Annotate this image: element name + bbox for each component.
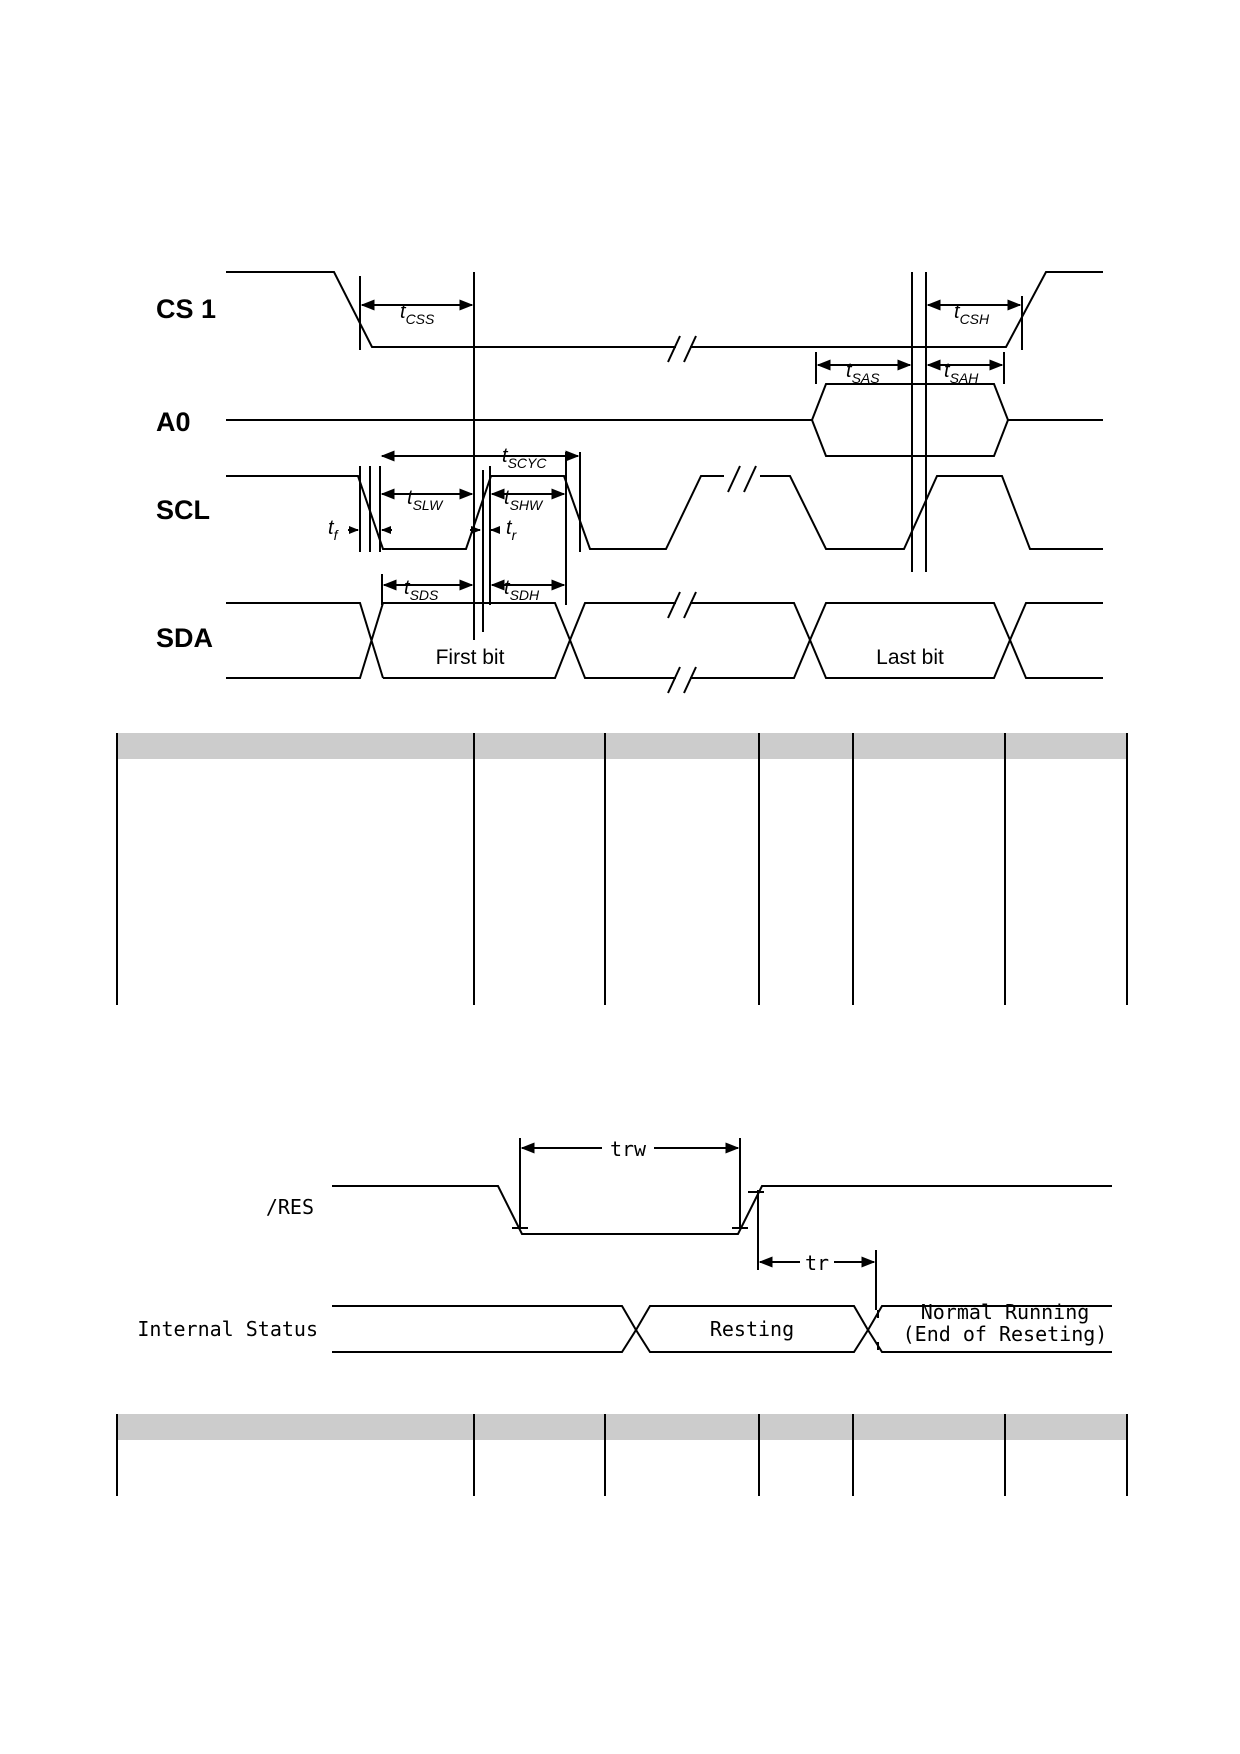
tsas-label: tSAS — [846, 360, 880, 386]
tf-label: tf — [328, 517, 340, 543]
table-cell — [116, 1414, 475, 1440]
scl-label: SCL — [156, 495, 210, 525]
table-cell — [116, 759, 475, 1005]
table-cell — [116, 733, 475, 759]
table-cell — [1004, 759, 1128, 1005]
table-cell — [758, 759, 854, 1005]
res-waveform — [332, 1185, 1112, 1235]
table-cell — [852, 759, 1006, 1005]
tcsh-label: tCSH — [954, 301, 990, 327]
table-cell — [473, 1414, 606, 1440]
a0-valid-window — [811, 383, 1103, 421]
table-cell — [473, 1440, 606, 1496]
table-header-row — [116, 1414, 1128, 1440]
internal-status-high — [332, 1305, 1112, 1332]
end-of-reseting-label: (End of Reseting) — [903, 1322, 1108, 1346]
table-cell — [116, 1440, 475, 1496]
sda-between-low — [569, 639, 676, 679]
last-bit-label: Last bit — [876, 646, 944, 669]
resting-label: Resting — [710, 1317, 794, 1341]
break-mark — [683, 591, 697, 619]
break-mark — [727, 465, 741, 493]
tsah-label: tSAH — [944, 360, 979, 386]
sda-last-bit — [690, 602, 1103, 643]
trw-label: trw — [610, 1137, 647, 1161]
table-cell — [852, 733, 1006, 759]
table-cell — [1004, 1440, 1128, 1496]
break-mark — [743, 465, 757, 493]
table-cell — [758, 1414, 854, 1440]
internal-status-label: Internal Status — [137, 1317, 318, 1341]
table-cell — [758, 1440, 854, 1496]
a0-label: A0 — [156, 407, 191, 437]
sda-waveform-low — [226, 602, 384, 679]
break-mark — [683, 666, 697, 694]
table-cell — [604, 759, 760, 1005]
tr-label: tr — [506, 517, 518, 543]
table-cell — [604, 1440, 760, 1496]
a0-valid-window-low — [811, 419, 1009, 457]
table-cell — [1004, 1414, 1128, 1440]
tr-reset-label: tr — [805, 1251, 829, 1275]
table-cell — [852, 1414, 1006, 1440]
serial-timing-table — [116, 733, 1128, 1005]
table-cell — [604, 1414, 760, 1440]
internal-status-low — [332, 1328, 1112, 1353]
normal-running-label: Normal Running — [921, 1300, 1090, 1324]
first-bit-label: First bit — [436, 646, 505, 669]
cs1-waveform — [226, 271, 676, 348]
serial-timing-diagram: CS 1 A0 SCL SDA — [156, 271, 1103, 694]
sda-waveform-high — [226, 602, 384, 679]
sda-last-bit-low — [690, 637, 1103, 679]
sda-between-high — [569, 602, 676, 641]
table-cell — [758, 733, 854, 759]
reset-timing-table — [116, 1414, 1128, 1496]
sda-label: SDA — [156, 623, 213, 653]
tcss-label: tCSS — [400, 301, 435, 327]
scl-waveform-cont — [760, 475, 1103, 550]
tsdh-label: tSDH — [504, 577, 540, 603]
table-row — [116, 759, 1128, 1005]
table-cell — [1004, 733, 1128, 759]
break-mark — [667, 591, 681, 619]
table-cell — [852, 1440, 1006, 1496]
break-mark — [683, 335, 697, 363]
tshw-label: tSHW — [504, 487, 544, 513]
res-label: /RES — [266, 1195, 314, 1219]
cs1-label: CS 1 — [156, 294, 216, 324]
break-mark — [667, 666, 681, 694]
table-header-row — [116, 733, 1128, 759]
table-cell — [473, 759, 606, 1005]
table-cell — [604, 733, 760, 759]
cs1-waveform-cont — [690, 271, 1103, 348]
tscyc-label: tSCYC — [502, 445, 547, 471]
tslw-label: tSLW — [407, 487, 444, 513]
table-row — [116, 1440, 1128, 1496]
tsds-label: tSDS — [404, 577, 439, 603]
break-mark — [667, 335, 681, 363]
reset-timing-diagram: /RES Internal Status trw tr Resting Norm… — [137, 1136, 1112, 1353]
table-cell — [473, 733, 606, 759]
